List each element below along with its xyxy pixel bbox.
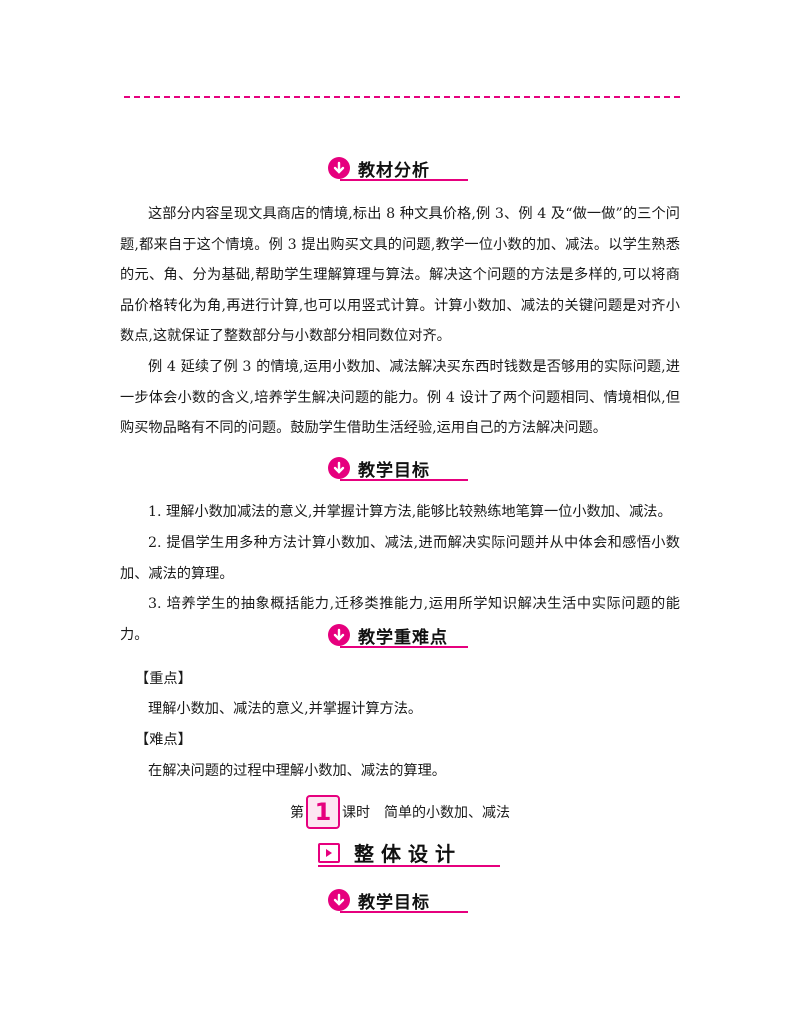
difficult-label: 【难点】 <box>135 732 192 748</box>
lesson-prefix: 第 <box>290 805 304 821</box>
overall-design-underline <box>318 865 500 867</box>
lesson-number-badge: 1 <box>306 795 340 829</box>
difficult-text: 在解决问题的过程中理解小数加、减法的算理。 <box>148 763 446 779</box>
section-title: 教学目标 <box>358 460 430 481</box>
key-label: 【重点】 <box>135 671 192 687</box>
down-arrow-icon <box>328 889 350 911</box>
down-arrow-icon <box>328 457 350 479</box>
section-underline <box>340 179 468 181</box>
section-heading-analysis: 教材分析 <box>328 156 468 181</box>
overall-design-heading: 整体设计 <box>318 838 500 867</box>
section-title: 教材分析 <box>358 160 430 181</box>
section-heading-goals: 教学目标 <box>328 456 468 481</box>
analysis-paragraph-1: 这部分内容呈现文具商店的情境,标出 8 种文具价格,例 3、例 4 及“做一做”… <box>120 206 680 344</box>
section-title: 教学目标 <box>358 892 430 913</box>
goal-item-2: 2. 提倡学生用多种方法计算小数加、减法,进而解决实际问题并从中体会和感悟小数加… <box>120 535 680 582</box>
analysis-paragraph-2: 例 4 延续了例 3 的情境,运用小数加、减法解决买东西时钱数是否够用的实际问题… <box>120 359 680 436</box>
down-arrow-icon <box>328 157 350 179</box>
lesson-suffix: 课时 <box>342 805 370 821</box>
down-arrow-icon <box>328 624 350 646</box>
section-underline <box>340 911 468 913</box>
monitor-icon <box>318 842 340 863</box>
goal-item-3: 3. 培养学生的抽象概括能力,迁移类推能力,运用所学知识解决生活中实际问题的能力… <box>120 596 680 643</box>
lesson-title: 简单的小数加、减法 <box>384 805 510 821</box>
lesson-heading: 第 1 课时 简单的小数加、减法 <box>290 795 510 829</box>
goal-item-1: 1. 理解小数加减法的意义,并掌握计算方法,能够比较熟练地笔算一位小数加、减法。 <box>148 504 672 520</box>
section-heading-goals-2: 教学目标 <box>328 888 468 913</box>
section-heading-key-points: 教学重难点 <box>328 623 468 648</box>
section-underline <box>340 479 468 481</box>
top-dashed-rule <box>124 96 680 98</box>
overall-design-title: 整体设计 <box>354 842 462 866</box>
section-underline <box>340 646 468 648</box>
key-text: 理解小数加、减法的意义,并掌握计算方法。 <box>148 701 423 717</box>
section-title: 教学重难点 <box>358 627 448 648</box>
